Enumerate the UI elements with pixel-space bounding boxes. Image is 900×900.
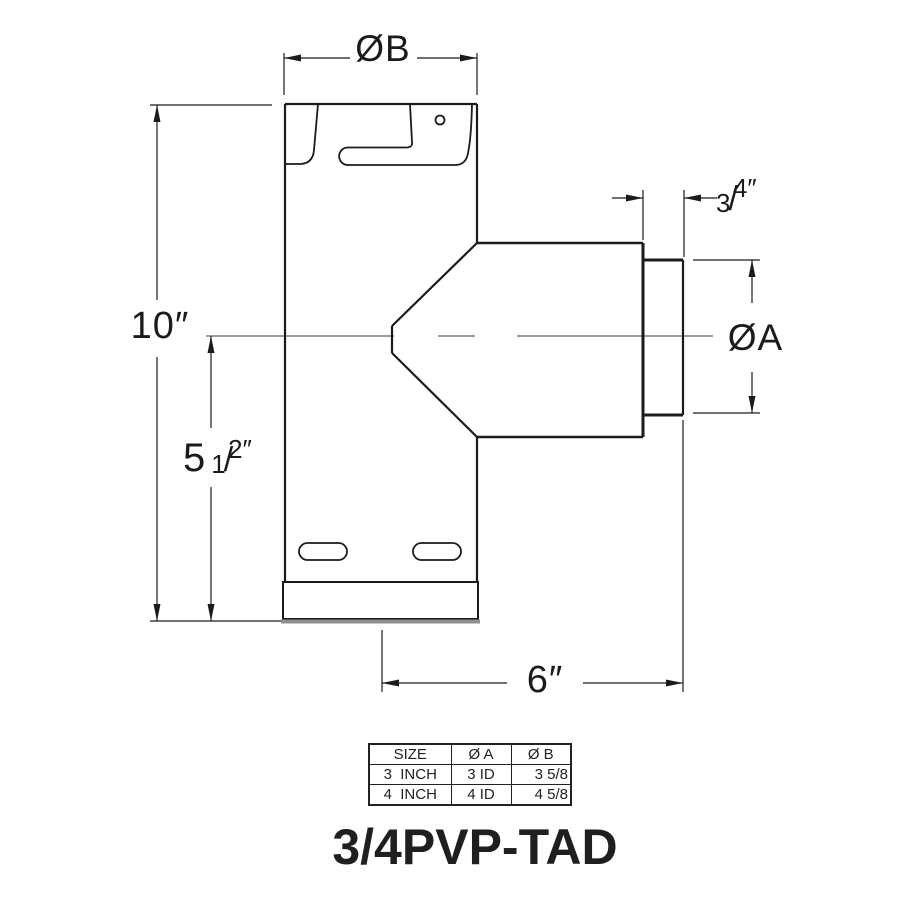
size-table: SIZE Ø A Ø B 3 INCH 3 ID 3 5/8 4 INCH 4 … [368, 743, 572, 806]
dim-label-diameter-b: ØB [355, 28, 411, 69]
col-header-dia-a: Ø A [450, 743, 512, 765]
col-header-size: SIZE [368, 743, 452, 765]
bottom-flange [281, 581, 480, 624]
table-row: 3 INCH 3 ID 3 5/8 [368, 764, 572, 785]
dim-label-diameter-a: ØA [727, 317, 784, 358]
cell-b-4: 4 5/8 [510, 784, 572, 806]
cell-a-4: 4 ID [450, 784, 512, 806]
part-number-title: 3/4PVP-TAD [332, 819, 618, 875]
cell-a-3: 3 ID [450, 764, 512, 785]
col-header-dia-b: Ø B [510, 743, 572, 765]
extension-lines [150, 53, 760, 692]
dimension-lines [156, 57, 753, 684]
branch-outlet [390, 241, 645, 439]
cell-size-3: 3 INCH [368, 764, 452, 785]
cell-size-4: 4 INCH [368, 784, 452, 806]
dim-label-collar-3-quarter-in: 3/4″ [716, 173, 757, 218]
cell-b-3: 3 5/8 [510, 764, 572, 785]
branch-collar [643, 258, 685, 417]
table-row: 4 INCH 4 ID 4 5/8 [368, 784, 572, 806]
twist-lock-slots [284, 103, 473, 166]
dim-label-length-6in: 6″ [526, 659, 564, 701]
pipe-body [283, 102, 479, 582]
size-table-header-row: SIZE Ø A Ø B [368, 743, 572, 765]
dim-label-height-10in: 10″ [130, 305, 190, 347]
rivet-hole [434, 114, 446, 126]
crimp-slots [298, 542, 462, 561]
dimension-arrows [153, 54, 756, 687]
